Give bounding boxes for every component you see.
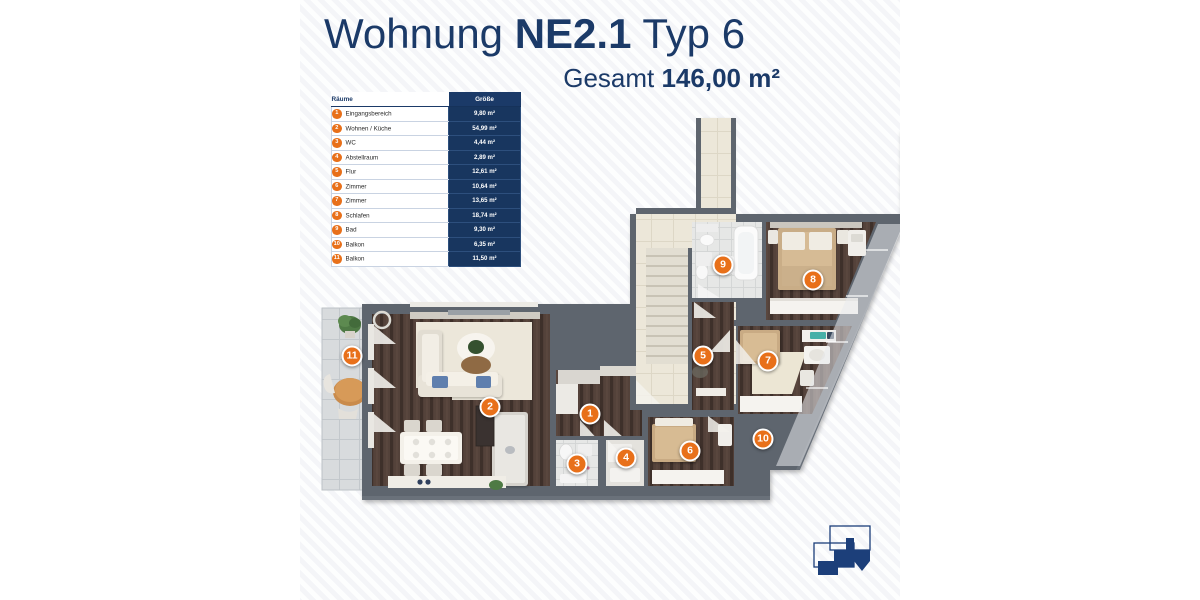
plan-marker-4[interactable]: 4 [615,447,637,469]
staircase [646,248,692,364]
room-bedroom-two [734,320,852,414]
title-prefix: Wohnung [324,10,515,57]
total-area-value: 146,00 m² [661,63,780,93]
room-size-cell: 4,44 m² [448,135,521,151]
plan-marker-6[interactable]: 6 [679,440,701,462]
room-number-badge: 1 [332,109,342,119]
room-name-label: Zimmer [345,182,367,190]
room-name-label: Balkon [345,255,365,263]
room-name-label: Flur [345,168,357,176]
facade-glazing [776,224,900,466]
plan-marker-8[interactable]: 8 [802,269,824,291]
room-size-cell: 6,35 m² [448,237,521,252]
room-size-cell: 13,65 m² [448,193,521,209]
room-number-badge: 5 [332,167,342,177]
room-number-badge: 3 [332,138,342,148]
room-bedroom-main [766,222,876,320]
left-margin [0,0,300,600]
room-name-label: Abstellraum [345,153,379,161]
dining-set [400,420,462,476]
plan-marker-9[interactable]: 9 [712,254,734,276]
column-header-rooms: Räume [331,92,449,107]
floorplan-canvas: Wohnung NE2.1 Typ 6 Gesamt 146,00 m² Räu… [300,0,900,600]
room-number-badge: 8 [332,210,342,220]
room-size-cell: 2,89 m² [448,150,521,165]
title-unit: NE2.1 [514,10,632,57]
plan-marker-11[interactable]: 11 [341,345,363,367]
room-name-label: Eingangsbereich [345,110,392,118]
room-number-badge: 7 [332,196,342,206]
column-header-size: Größe [448,92,521,107]
plan-marker-3[interactable]: 3 [566,453,588,475]
room-bathroom [688,222,766,302]
company-logo [813,525,871,575]
total-area-label: Gesamt [563,63,662,93]
room-size-cell: 9,30 m² [448,222,521,238]
right-margin [900,0,1200,600]
plan-marker-5[interactable]: 5 [692,345,714,367]
plan-marker-1[interactable]: 1 [579,403,601,425]
title-suffix: Typ 6 [631,10,746,57]
room-size-cell: 10,64 m² [448,179,521,194]
plant-balcony-west [338,315,361,338]
total-area: Gesamt 146,00 m² [563,62,780,94]
room-number-badge: 6 [332,181,342,191]
room-name-label: Balkon [345,240,365,248]
room-name-label: WC [345,139,356,147]
room-number-badge: 10 [332,239,342,249]
room-size-cell: 54,99 m² [448,121,521,136]
room-size-cell: 11,50 m² [448,251,521,267]
plan-marker-2[interactable]: 2 [479,396,501,418]
room-name-label: Zimmer [345,197,367,205]
page-title: Wohnung NE2.1 Typ 6 [324,8,745,60]
desk-workstation [802,330,836,364]
plan-marker-10[interactable]: 10 [752,428,774,450]
room-number-badge: 4 [332,152,342,162]
room-number-badge: 9 [332,225,342,235]
coffee-table [457,333,495,374]
table-header-row: Räume Größe [331,92,521,107]
room-number-badge: 2 [332,123,342,133]
room-name-label: Bad [345,226,357,234]
kitchen-island [492,412,528,486]
room-size-cell: 18,74 m² [448,208,521,223]
room-number-badge: 11 [332,254,342,264]
room-name-label: Schlafen [345,211,370,219]
sofa [418,330,502,397]
room-size-cell: 12,61 m² [448,164,521,180]
room-wc [552,436,602,486]
dresser [848,230,866,256]
plan-marker-7[interactable]: 7 [757,350,779,372]
room-name-label: Wohnen / Küche [345,124,392,132]
windows-living [410,302,538,307]
room-living-kitchen [368,310,550,490]
room-size-cell: 9,80 m² [448,106,521,122]
